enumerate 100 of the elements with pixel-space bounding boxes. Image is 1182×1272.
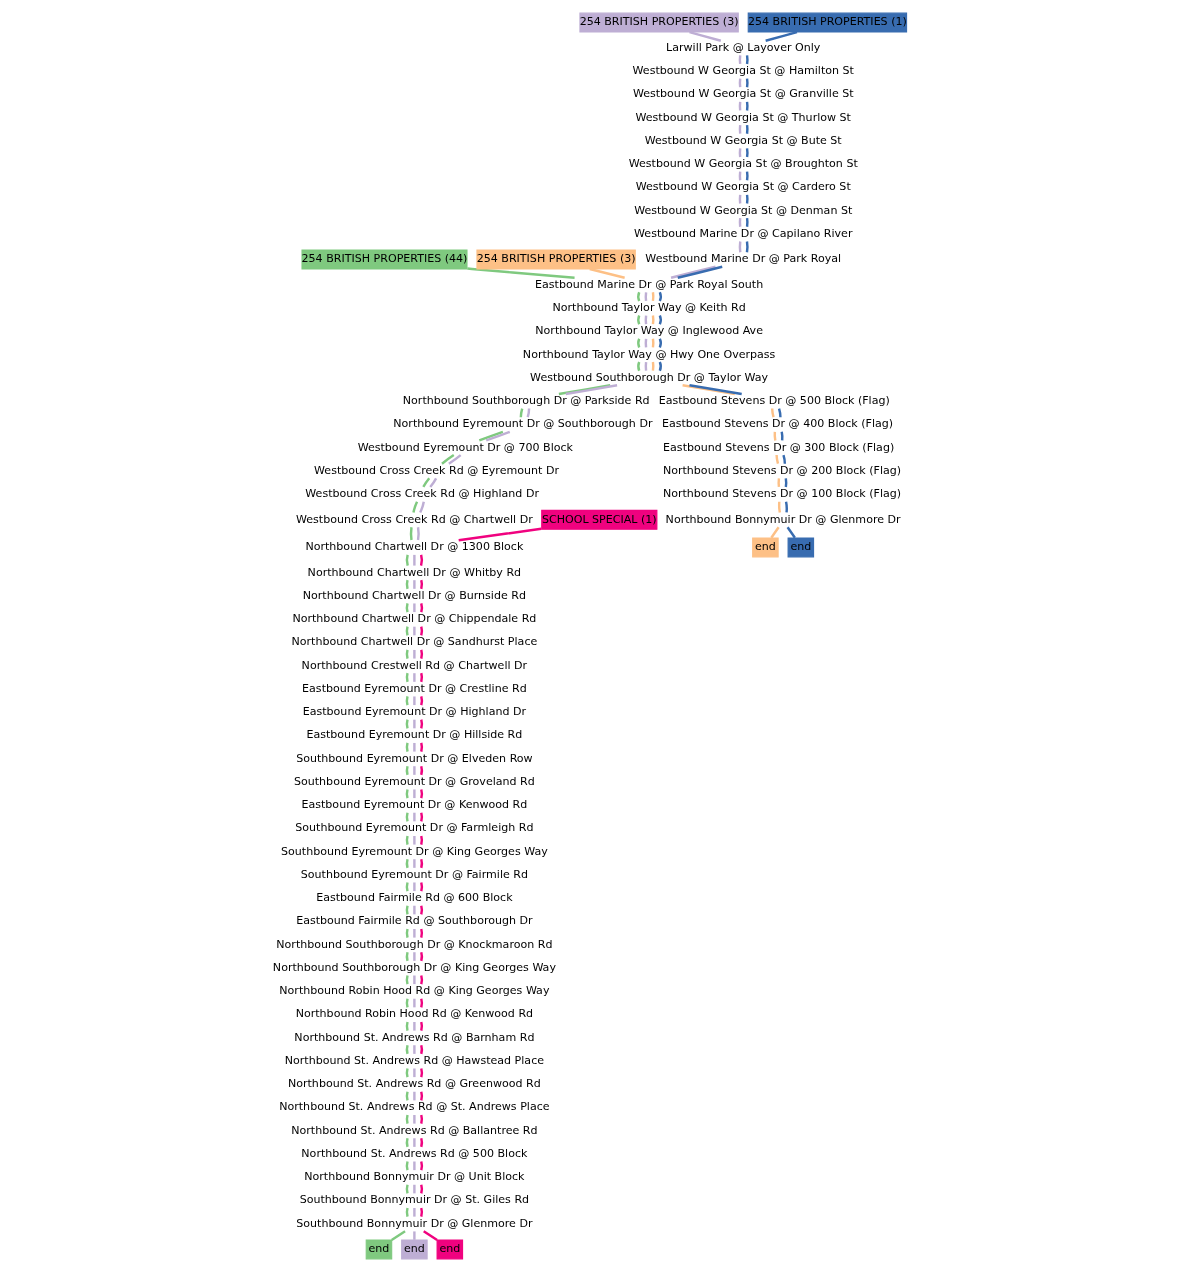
node-box: 254 BRITISH PROPERTIES (44) (301, 249, 468, 270)
connector (441, 454, 455, 465)
connector (405, 673, 409, 683)
node-text: Northbound Robin Hood Rd @ Kenwood Rd (295, 1007, 534, 1021)
connector (786, 526, 796, 539)
node-text: Eastbound Fairmile Rd @ 600 Block (316, 891, 513, 905)
connector (458, 527, 542, 542)
node-text: Westbound W Georgia St @ Bute St (644, 133, 842, 147)
connector (413, 812, 416, 822)
connector (405, 882, 409, 892)
node-text: Northbound Chartwell Dr @ Chippendale Rd (292, 612, 537, 626)
connector (677, 265, 723, 279)
connector (637, 315, 641, 325)
connector (405, 766, 409, 776)
connector (420, 696, 424, 706)
connector (413, 1115, 416, 1124)
connector (413, 649, 416, 659)
connector (658, 291, 662, 302)
connector (770, 526, 780, 539)
connector (420, 1184, 424, 1194)
connector (420, 812, 424, 822)
connector (405, 696, 409, 706)
connector (745, 148, 749, 158)
node-text: Northbound Stevens Dr @ 100 Block (Flag) (662, 487, 902, 501)
connector (405, 742, 409, 752)
node-text: Northbound Chartwell Dr @ Sandhurst Place (291, 635, 538, 649)
connector (775, 454, 780, 464)
connector (420, 835, 424, 845)
connector (420, 766, 424, 776)
connector (413, 603, 416, 613)
connector (413, 905, 416, 915)
connector (519, 408, 524, 418)
connector (405, 626, 409, 636)
connector (419, 501, 425, 513)
connector (413, 580, 416, 589)
connector (409, 527, 413, 541)
node-text: Westbound W Georgia St @ Denman St (634, 203, 853, 217)
connector (784, 501, 788, 513)
node-box: end (787, 537, 815, 558)
connector (413, 1045, 416, 1054)
connector (420, 1207, 424, 1217)
connector (420, 882, 424, 892)
node-text: Northbound Robin Hood Rd @ King Georges Way (279, 984, 550, 998)
connector (420, 742, 424, 752)
connector (412, 501, 419, 513)
connector (478, 430, 504, 442)
node-text: Eastbound Stevens Dr @ 500 Block (Flag) (658, 394, 890, 408)
node-text: Northbound St. Andrews Rd @ Barnham Rd (294, 1030, 535, 1044)
connector (420, 1021, 424, 1031)
node-text: Southbound Eyremount Dr @ Farmleigh Rd (295, 821, 534, 835)
connector (405, 859, 409, 869)
node-text: Southbound Bonnymuir Dr @ St. Giles Rd (299, 1193, 530, 1207)
connector (413, 719, 416, 729)
node-box: end (436, 1239, 464, 1260)
node-box: 254 BRITISH PROPERTIES (3) (476, 249, 636, 270)
connector (405, 952, 409, 962)
connector (405, 1068, 409, 1078)
node-box: end (401, 1239, 428, 1260)
node-text: Northbound Taylor Way @ Keith Rd (552, 301, 746, 315)
node-text: Northbound Southborough Dr @ Knockmaroon Rd (276, 937, 553, 951)
connector (420, 998, 424, 1008)
connector (420, 1045, 424, 1055)
connector (589, 267, 625, 279)
connector (413, 1208, 416, 1217)
connector (658, 361, 662, 371)
connector (413, 1231, 416, 1240)
node-box: SCHOOL SPECIAL (1) (541, 509, 658, 530)
connector (420, 975, 424, 985)
connector (658, 338, 662, 348)
node-text: Eastbound Eyremount Dr @ Hillside Rd (306, 728, 523, 742)
node-text: Southbound Bonnymuir Dr @ Glenmore Dr (296, 1216, 533, 1230)
connector (405, 1184, 409, 1194)
node-text: Westbound W Georgia St @ Granville St (632, 87, 854, 101)
connector (670, 265, 716, 279)
connector (745, 171, 749, 181)
connector (413, 882, 416, 892)
node-text: Eastbound Fairmile Rd @ Southborough Dr (296, 914, 533, 928)
node-text: Northbound St. Andrews Rd @ 500 Block (301, 1146, 528, 1160)
connector (419, 554, 424, 566)
connector (405, 835, 409, 845)
connector (420, 789, 424, 799)
connector (420, 1091, 424, 1101)
connector (405, 603, 409, 613)
connector (420, 905, 424, 915)
connector (448, 454, 462, 465)
node-text: Northbound Stevens Dr @ 200 Block (Flag) (662, 463, 902, 477)
connector (405, 1021, 409, 1031)
connector (420, 952, 424, 962)
connector (405, 975, 409, 985)
connector (413, 835, 416, 845)
connector (405, 1207, 409, 1217)
connector (420, 603, 424, 613)
connector (413, 1138, 416, 1147)
node-text: Westbound Marine Dr @ Park Royal (645, 252, 842, 266)
connector (413, 952, 416, 961)
node-text: Westbound Marine Dr @ Capilano River (634, 226, 853, 240)
connector (413, 1161, 416, 1171)
node-text: Northbound Chartwell Dr @ Burnside Rd (302, 588, 527, 602)
connector (745, 194, 749, 204)
connector (413, 929, 416, 938)
